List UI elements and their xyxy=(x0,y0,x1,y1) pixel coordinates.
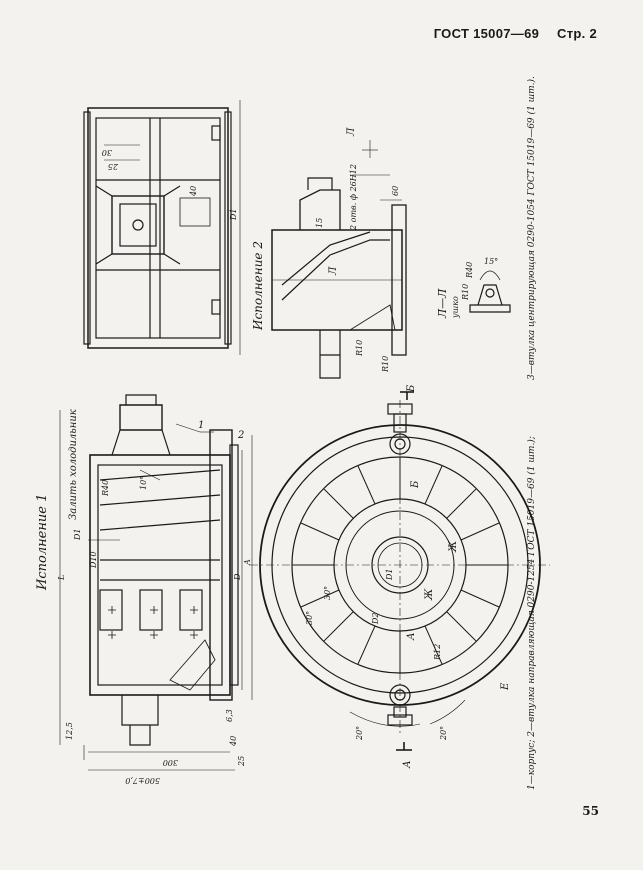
dim-R10b: R10 xyxy=(381,356,390,373)
variant1-drawing xyxy=(59,394,253,771)
page-header: ГОСТ 15007—69 Стр. 2 xyxy=(420,26,597,41)
mark-L2: Л xyxy=(328,266,339,276)
plan-view-labels: Б Б Ж Ж А А Е R12 D1 D2 30° 30° 20° 20° xyxy=(305,384,511,769)
section-ll-sub: ушко xyxy=(451,296,460,319)
variant2-title: Исполнение 2 xyxy=(251,241,265,331)
dim-500: 500±7,0 xyxy=(125,776,160,785)
angle-30a: 30° xyxy=(323,586,332,600)
dim-10deg: 10° xyxy=(139,476,148,490)
caption-right: 3—втулка центрирующая 0290-1054 ГОСТ 150… xyxy=(526,76,537,380)
dim-15deg: 15° xyxy=(484,257,498,266)
dim-R40b: R40 xyxy=(465,262,474,279)
dim-60: 60 xyxy=(391,186,400,196)
dim-15: 15 xyxy=(315,218,324,228)
mark-A-inner: А xyxy=(406,632,417,641)
plan-view xyxy=(250,391,550,751)
dim-40: 40 xyxy=(229,736,238,747)
callout-2: 2 xyxy=(237,430,244,441)
caption-left: 1—корпус; 2—втулка направляющая 0290-125… xyxy=(526,436,537,790)
dim-12-5: 12,5 xyxy=(65,722,74,740)
page-number: 55 xyxy=(582,804,599,818)
standard-code: ГОСТ 15007—69 xyxy=(433,26,540,41)
variant2-dimensions: 30 25 D1 40 15 60 R10 R10 R40 15° R10 Л … xyxy=(102,127,498,373)
angle-20b: 20° xyxy=(439,726,448,741)
dim-300: 300 xyxy=(163,758,178,767)
dim-R12: R12 xyxy=(433,644,442,661)
dim-40b: 40 xyxy=(189,186,198,197)
mark-Zh-1: Ж xyxy=(448,540,459,553)
dim-R10c: R10 xyxy=(461,284,470,301)
dim-25b: 25 xyxy=(108,162,119,171)
mark-E: Е xyxy=(500,682,511,691)
dim-R40: R40 xyxy=(101,480,110,497)
dim-30: 30 xyxy=(102,148,112,157)
angle-30b: 30° xyxy=(305,611,314,625)
section-ll xyxy=(469,270,511,313)
dim-25: 25 xyxy=(237,756,246,767)
dim-A: A xyxy=(243,559,252,566)
mark-L1: Л xyxy=(346,127,357,137)
mark-B-inner: Б xyxy=(410,480,421,489)
section-ll-label: Л—Л xyxy=(436,288,449,319)
dim-R10a: R10 xyxy=(355,340,364,357)
mark-Zh-2: Ж xyxy=(424,588,435,601)
variant2-plan xyxy=(83,100,241,355)
variant2-holes-note: 2 отв. ф 26Н12 xyxy=(349,164,358,231)
page-label: Стр. 2 xyxy=(557,26,597,41)
dim-L: L xyxy=(57,575,66,581)
variant1-title: Исполнение 1 xyxy=(35,494,50,591)
variant2-section xyxy=(271,140,407,379)
variant1-fill-note: Залить холодильник xyxy=(68,409,79,520)
dim-D1b: D1 xyxy=(229,208,238,221)
angle-20a: 20° xyxy=(355,726,364,741)
dim-6-3: 6,3 xyxy=(225,709,234,722)
dim-D1: D1 xyxy=(73,528,82,541)
mark-A-bottom: А xyxy=(402,760,413,769)
callout-1: 1 xyxy=(198,420,204,431)
dim-D2-plan: D2 xyxy=(371,612,380,625)
dim-D1-plan: D1 xyxy=(385,568,394,581)
variant1-dimensions: L D1 D A D10 R40 10° 300 500±7,0 12,5 6,… xyxy=(57,420,252,785)
dim-D: D xyxy=(233,573,242,581)
mark-B-top: Б xyxy=(406,384,417,393)
dim-D10: D10 xyxy=(89,551,98,569)
